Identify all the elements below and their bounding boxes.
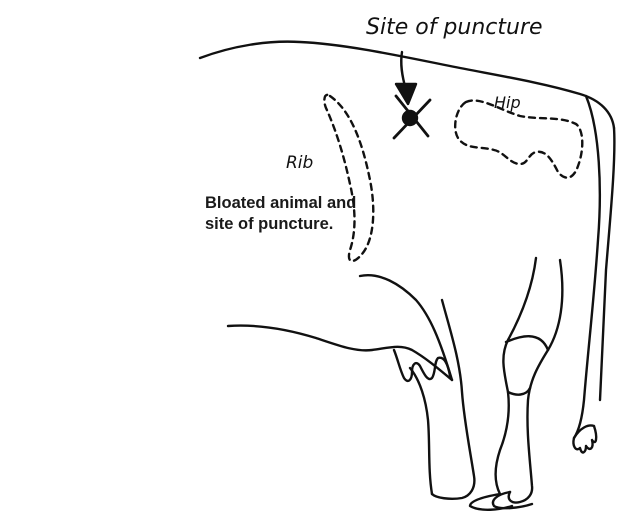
rib-label: Rib [286,153,313,173]
cow-hind-leg-rear [509,260,563,503]
rib-dashed-outline [324,95,373,261]
puncture-site-mark [403,111,417,125]
cow-udder [394,350,450,381]
cow-hind-hoof-near [470,494,512,510]
cow-inner-leg-line [410,368,432,494]
cow-thigh-line [432,300,474,499]
hip-dashed-outline [455,101,582,178]
cow-belly-outline [228,326,452,380]
hip-label: Hip [494,93,521,112]
site-of-puncture-label: Site of puncture [366,15,543,40]
cow-hock-detail [506,336,548,394]
cow-tail [574,96,600,438]
cow-flank-curve [360,275,452,380]
cow-rump-outline [600,128,614,400]
